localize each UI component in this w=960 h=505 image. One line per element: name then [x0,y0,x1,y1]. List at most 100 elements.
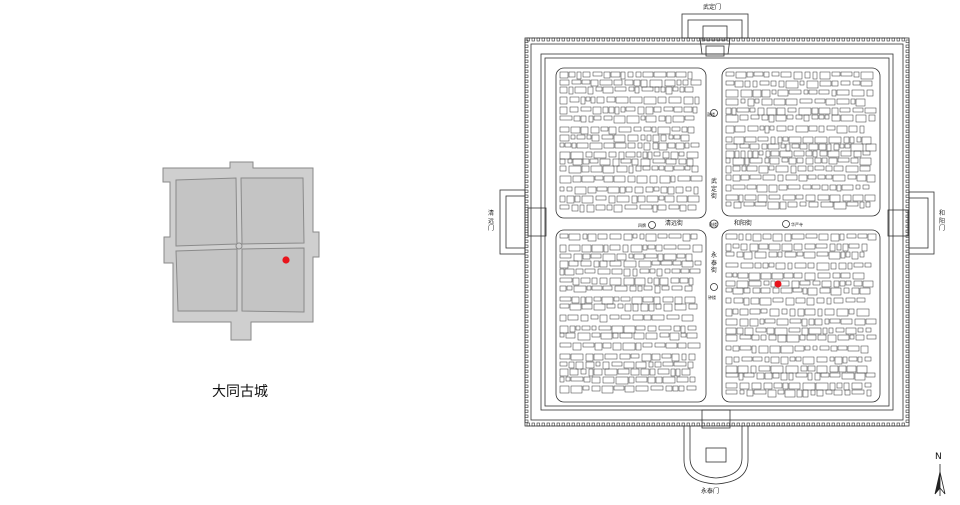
wall-battlement [601,422,605,427]
city-block [785,98,798,106]
city-block [767,201,780,210]
city-block [747,150,753,159]
wall-battlement [905,369,910,373]
wall-battlement [741,37,745,42]
wall-battlement [596,422,600,427]
wall-battlement [671,422,675,427]
city-block [665,158,677,165]
city-block [596,96,605,104]
city-block [754,262,762,269]
city-block [739,389,745,395]
city-block [793,272,803,279]
city-block [865,327,872,333]
city-block [645,233,657,242]
city-block [818,114,825,120]
city-block [811,184,821,190]
city-block [593,296,602,302]
city-block [589,142,603,150]
city-block [642,342,653,348]
wall-battlement [786,422,790,427]
city-block [639,204,653,210]
city-block [673,106,683,113]
city-block [568,361,575,369]
city-block [677,244,691,250]
city-block [732,287,744,295]
city-block [647,244,656,250]
detail-location-marker [774,280,782,288]
city-block [581,165,590,173]
city-block [632,314,644,321]
city-block [814,318,823,326]
city-block [804,345,811,351]
city-block [633,126,642,132]
wall-battlement [646,37,650,42]
city-block [831,114,841,122]
wall-battlement [524,104,529,108]
city-block [627,175,636,183]
street-label-south: 永泰街 [710,252,717,274]
city-block [792,287,803,293]
city-block [802,356,815,365]
city-block [585,96,591,102]
city-block [685,186,692,192]
city-block [590,79,599,87]
wall-battlement [524,324,529,328]
city-block [744,157,750,166]
city-block [670,277,680,284]
wall-battlement [524,319,529,323]
city-block [606,96,616,103]
city-block [575,325,581,331]
city-block [725,345,732,351]
city-block [864,194,876,202]
city-block [580,106,592,112]
city-block [559,368,569,377]
wall-battlement [905,409,910,413]
wall-battlement [701,37,705,42]
city-block [848,243,860,249]
city-block [623,277,635,286]
wall-battlement [524,249,529,253]
city-block [803,89,809,95]
city-block [654,86,660,93]
city-block [821,157,828,164]
city-block [661,353,672,359]
city-block [840,251,846,259]
city-block [768,184,778,193]
city-block [725,365,738,374]
city-block [827,334,837,343]
city-block [599,260,608,268]
city-block [630,353,640,359]
city-block [559,71,569,79]
city-block [819,71,831,80]
wall-battlement [905,374,910,378]
city-block [655,244,663,252]
crossroad-west [648,221,656,229]
wall-battlement [651,422,655,427]
city-block [609,233,622,240]
city-block [654,342,666,348]
wall-battlement [681,37,685,42]
wall-battlement [656,37,660,42]
wall-battlement [905,229,910,233]
gate-label-west: 清远门 [487,210,494,232]
wall-battlement [905,209,910,213]
city-block [579,204,585,213]
wall-battlement [524,369,529,373]
city-block [586,285,592,291]
city-block [780,345,794,354]
city-block [864,356,872,362]
city-block [827,150,840,158]
city-block [807,287,818,296]
city-block [569,325,576,333]
wall-battlement [611,37,615,42]
city-block [570,385,583,394]
wall-battlement [616,422,620,427]
city-block [819,80,832,87]
city-block [759,80,770,86]
city-block [807,174,817,180]
city-block [574,195,581,203]
city-block [774,327,788,336]
city-block [570,134,576,140]
city-block [616,253,627,261]
city-block [840,272,851,279]
